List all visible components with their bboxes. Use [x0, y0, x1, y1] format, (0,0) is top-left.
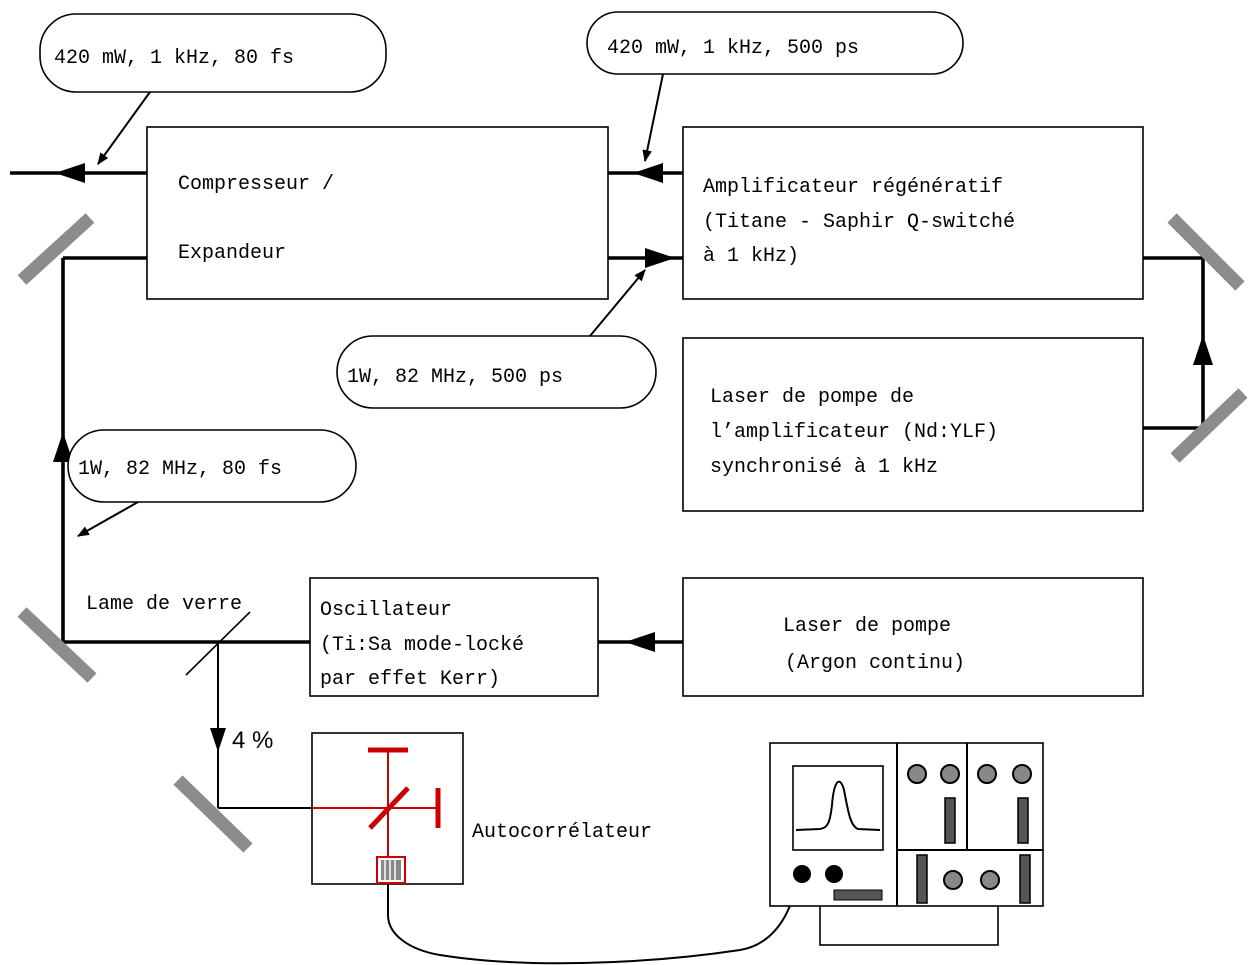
callout-amp-out: 420 mW, 1 kHz, 500 ps: [586, 11, 964, 163]
pump-osc-block: Laser de pompe (Argon continu): [682, 577, 1144, 697]
knob-1[interactable]: [907, 764, 927, 784]
right-vertical-arrowhead: [1193, 335, 1213, 365]
oscillator-label-3: par effet Kerr): [320, 668, 500, 691]
knob-5[interactable]: [943, 870, 963, 890]
oscillator-label-1: Oscillateur: [320, 599, 452, 622]
slider-4[interactable]: [1019, 854, 1031, 904]
pickoff-arrowhead: [210, 728, 226, 752]
pump-osc-box: [682, 577, 1144, 697]
oscillator-label-2: (Ti:Sa mode-locké: [320, 634, 524, 657]
ac-detector-grating: [381, 860, 401, 880]
callout-stretched-text: 1W, 82 MHz, 500 ps: [347, 366, 563, 389]
callout-amp-out-pointer: [642, 73, 664, 163]
mirror-top-right: [1167, 213, 1245, 291]
callout-osc-out-text: 1W, 82 MHz, 80 fs: [78, 458, 282, 481]
oscillator-box: [309, 577, 599, 697]
mirror-top-left: [17, 213, 95, 285]
ac-beamsplitter: [368, 786, 410, 830]
mirror-bottom-left: [17, 607, 97, 683]
autocorrelator-label: Autocorrélateur: [472, 821, 652, 844]
callout-output-pointer: [97, 91, 151, 165]
pump-amp-label-3: synchronisé à 1 kHz: [710, 456, 938, 479]
amp-to-compressor-arrowhead: [633, 163, 663, 183]
beam-paths: [10, 163, 1213, 809]
pump-osc-label-2: (Argon continu): [785, 652, 965, 675]
signal-cable: [387, 877, 799, 965]
input-connector-1[interactable]: [793, 865, 811, 883]
compressor-block: Compresseur / Expandeur: [146, 126, 609, 300]
pump-amp-block: Laser de pompe de l’amplificateur (Nd:YL…: [682, 337, 1144, 512]
glass-plate: [185, 611, 251, 676]
left-vertical-arrowhead: [53, 432, 73, 462]
mirror-autocorrelator: [173, 775, 253, 853]
knob-2[interactable]: [940, 764, 960, 784]
callout-osc-out: 1W, 82 MHz, 80 fs: [67, 429, 357, 537]
callout-stretched-pointer: [589, 269, 646, 337]
pump-amp-label-2: l’amplificateur (Nd:YLF): [710, 421, 998, 444]
mirrors: [17, 213, 1248, 853]
pump-amp-box: [682, 337, 1144, 512]
glass-plate-label: Lame de verre: [86, 593, 242, 616]
callout-amp-out-bubble: [586, 11, 964, 75]
oscilloscope-screen: [792, 765, 884, 851]
slider-3[interactable]: [916, 854, 928, 904]
callout-output-text: 420 mW, 1 kHz, 80 fs: [54, 47, 294, 70]
callout-output-bubble: [39, 13, 387, 93]
amplifier-block: Amplificateur régénératif (Titane - Saph…: [682, 126, 1144, 300]
fraction-label: 4 %: [232, 727, 273, 754]
compressor-box: [146, 126, 609, 300]
amplifier-box: [682, 126, 1144, 300]
compressor-label-2: Expandeur: [178, 242, 286, 265]
compressor-label-1: Compresseur /: [178, 173, 334, 196]
input-connector-2[interactable]: [825, 865, 843, 883]
pump-to-oscillator-arrowhead: [625, 632, 655, 652]
pump-osc-label-1: Laser de pompe: [783, 615, 951, 638]
amplifier-label-1: Amplificateur régénératif: [703, 176, 1003, 199]
slider-2[interactable]: [1017, 797, 1029, 844]
knob-4[interactable]: [1012, 764, 1032, 784]
callout-output: 420 mW, 1 kHz, 80 fs: [39, 13, 387, 165]
autocorrelator: [311, 732, 464, 885]
callout-osc-out-bubble: [67, 429, 357, 503]
slider-1[interactable]: [944, 797, 956, 844]
callout-stretched: 1W, 82 MHz, 500 ps: [336, 269, 657, 409]
display-bar: [833, 889, 883, 901]
oscilloscope-trace: [795, 780, 881, 831]
callout-osc-out-pointer: [76, 501, 139, 537]
oscillator-block: Oscillateur (Ti:Sa mode-locké par effet …: [309, 577, 599, 697]
pump-amp-label-1: Laser de pompe de: [710, 386, 914, 409]
amplifier-label-3: à 1 kHz): [703, 245, 799, 268]
amplifier-label-2: (Titane - Saphir Q-switché: [703, 211, 1015, 234]
oscilloscope: [769, 742, 1044, 946]
knob-6[interactable]: [980, 870, 1000, 890]
knob-3[interactable]: [977, 764, 997, 784]
mirror-right-lower: [1170, 388, 1248, 463]
oscilloscope-stand: [819, 904, 999, 946]
callout-amp-out-text: 420 mW, 1 kHz, 500 ps: [607, 37, 859, 60]
compressor-to-amp-arrowhead: [645, 248, 675, 268]
callout-stretched-bubble: [336, 335, 657, 409]
output-beam-arrowhead: [55, 163, 85, 183]
